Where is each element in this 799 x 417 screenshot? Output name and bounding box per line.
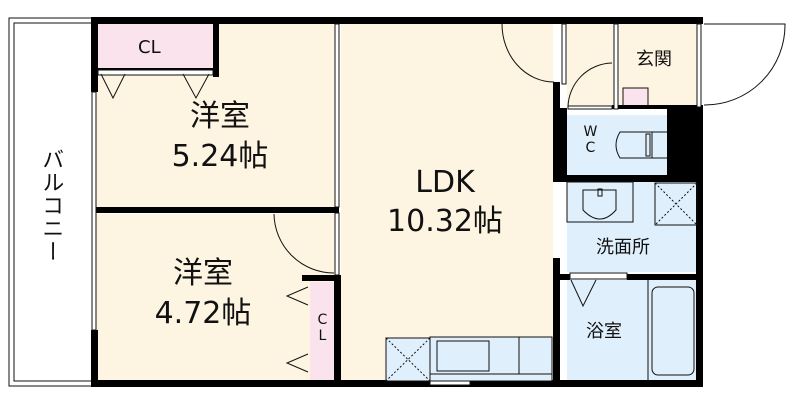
washroom-label: 洗面所 bbox=[596, 237, 650, 258]
hall-floor bbox=[567, 22, 615, 107]
ldk-name: LDK bbox=[415, 165, 475, 200]
western-room-2-name: 洋室 bbox=[173, 256, 233, 291]
closet-top-floor bbox=[98, 24, 213, 70]
entrance-label: 玄関 bbox=[636, 49, 672, 70]
ldk-floor bbox=[341, 22, 553, 382]
balcony-outline bbox=[8, 17, 95, 387]
western-room-2-size: 4.72帖 bbox=[154, 296, 252, 331]
bathtub bbox=[647, 280, 695, 380]
wc-label: WC bbox=[582, 124, 599, 156]
closet-side-label: CL bbox=[314, 312, 331, 344]
balcony-label: バルコニー bbox=[38, 148, 64, 263]
western-room-1-size: 5.24帖 bbox=[171, 139, 269, 174]
washbasin bbox=[566, 181, 698, 226]
walls bbox=[91, 17, 703, 387]
closet-side-floor bbox=[310, 282, 334, 382]
bathroom-label: 浴室 bbox=[586, 321, 622, 342]
closet-top-label: CL bbox=[138, 37, 161, 58]
toilet bbox=[615, 131, 667, 159]
kitchen-counter bbox=[385, 336, 553, 382]
windows bbox=[91, 23, 702, 386]
western-room-1-name: 洋室 bbox=[190, 99, 250, 134]
bathroom-floor bbox=[567, 280, 697, 382]
washroom-floor bbox=[567, 182, 697, 272]
ldk-size: 10.32帖 bbox=[387, 204, 503, 239]
door-swings bbox=[100, 23, 786, 373]
western-room-2-floor bbox=[94, 214, 337, 382]
